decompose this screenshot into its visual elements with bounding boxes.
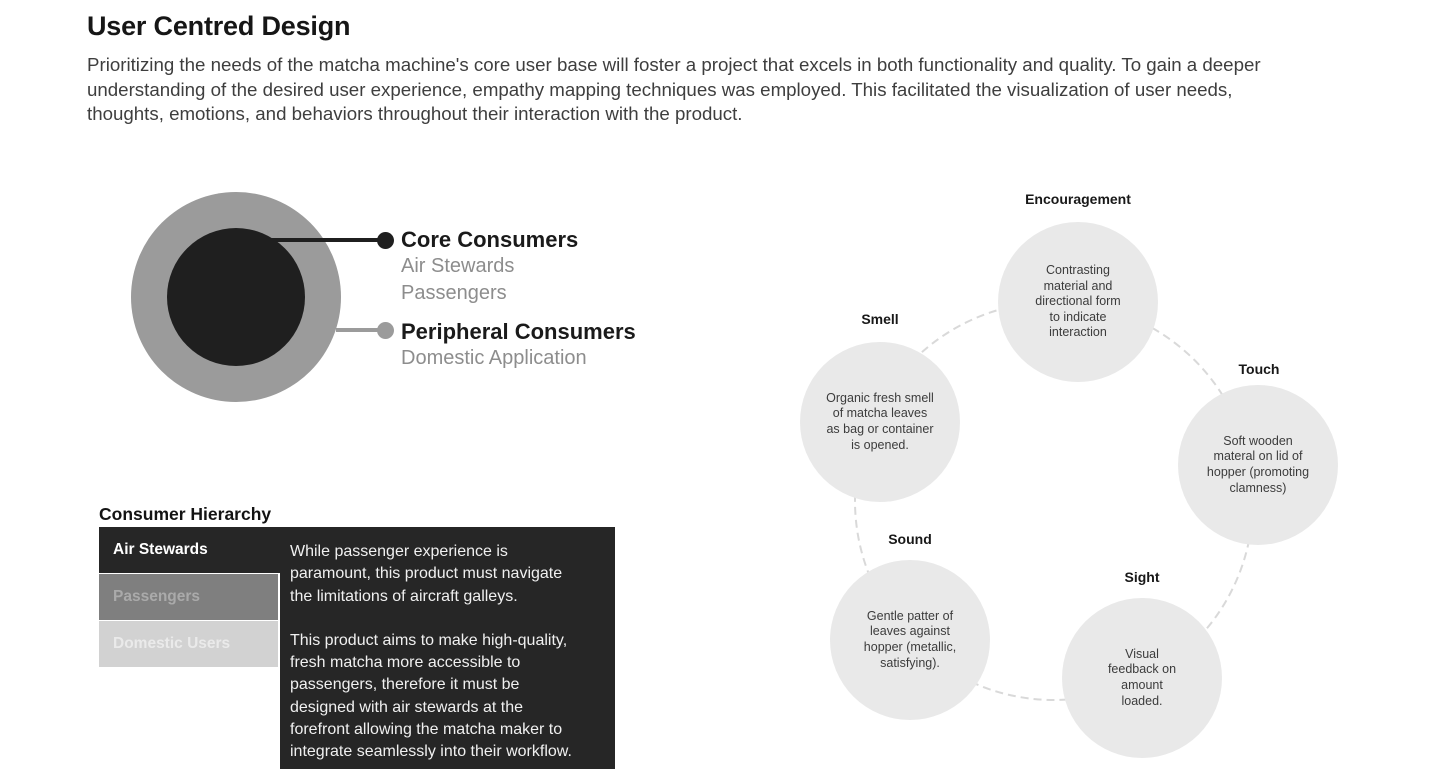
- hierarchy-bar-domestic-users: Domestic Users: [99, 621, 278, 667]
- hierarchy-bar-label: Domestic Users: [113, 635, 231, 652]
- note-paragraph: While passenger experience is paramount,…: [290, 543, 563, 605]
- hierarchy-bar-passengers: Passengers: [99, 574, 278, 620]
- hierarchy-bar-air-stewards: Air Stewards: [99, 527, 280, 573]
- hierarchy-heading: Consumer Hierarchy: [99, 504, 272, 524]
- peripheral-consumers-item: Domestic Application: [401, 347, 587, 369]
- hierarchy-bar-label: Passengers: [113, 588, 201, 605]
- peripheral-consumers-label: Peripheral Consumers: [401, 319, 636, 344]
- core-connector-dot: [377, 232, 394, 249]
- core-consumers-circle: [167, 228, 305, 366]
- sense-node-sound: Gentle patter of leaves against hopper (…: [830, 560, 990, 720]
- sense-node-sight: Visual feedback on amount loaded.: [1062, 598, 1222, 758]
- consumer-labels: Core Consumers Air Stewards Passengers P…: [401, 227, 636, 372]
- sense-label-encouragement: Encouragement: [1025, 191, 1131, 207]
- intro-paragraph: Prioritizing the needs of the matcha mac…: [87, 54, 1261, 125]
- page-title: User Centred Design: [87, 11, 351, 41]
- core-connector-line: [262, 238, 380, 242]
- sense-label-sight: Sight: [1124, 569, 1160, 585]
- sense-label-touch: Touch: [1238, 361, 1280, 377]
- sense-node-encouragement: Contrasting material and directional for…: [998, 222, 1158, 382]
- core-consumers-item: Passengers: [401, 282, 507, 304]
- core-consumers-label: Core Consumers: [401, 227, 579, 252]
- sense-node-smell: Organic fresh smell of matcha leaves as …: [800, 342, 960, 502]
- hierarchy-note-panel: While passenger experience is paramount,…: [280, 527, 615, 769]
- peripheral-connector-line: [336, 328, 380, 332]
- note-paragraph: This product aims to make high-quality, …: [290, 631, 572, 761]
- peripheral-connector-dot: [377, 322, 394, 339]
- hierarchy-bar-label: Air Stewards: [113, 541, 208, 558]
- sense-label-smell: Smell: [861, 311, 899, 327]
- core-consumers-item: Air Stewards: [401, 255, 515, 277]
- sense-node-touch: Soft wooden materal on lid of hopper (pr…: [1178, 385, 1338, 545]
- sense-label-sound: Sound: [888, 531, 932, 547]
